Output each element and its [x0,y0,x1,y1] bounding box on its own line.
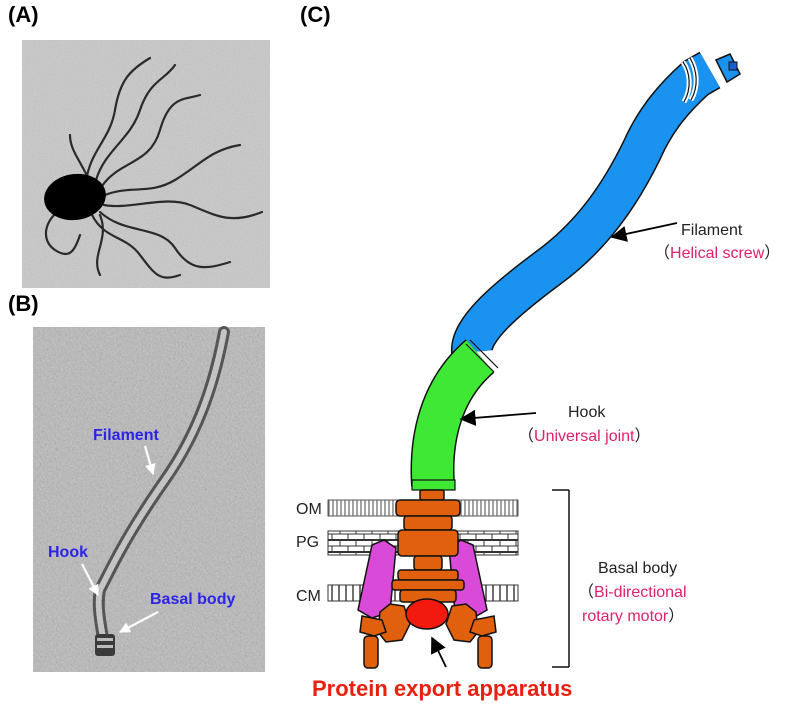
panel-a-label: (A) [8,2,39,27]
panel-c-label: (C) [300,2,331,27]
label-b-filament: Filament [93,427,159,444]
label-om: OM [296,501,322,518]
arrow-b-basal-body [119,611,159,633]
micrograph-b [33,326,265,672]
filament-shape [451,51,741,354]
export-apparatus-shape [405,598,449,630]
basal-body-shape [359,489,497,669]
role-hook: （Universal joint） [518,427,651,445]
label-c-hook: Hook [568,404,606,421]
arrow-c-filament [610,222,678,242]
label-c-basal-body: Basal body [598,560,677,577]
arrow-c-hook [459,409,537,426]
label-c-filament: Filament [681,222,743,239]
label-b-basal-body: Basal body [150,591,235,608]
label-b-hook: Hook [48,544,88,561]
arrow-b-filament [143,445,156,476]
arrow-b-hook [81,563,99,596]
arrow-c-export [431,636,447,668]
label-export-apparatus: Protein export apparatus [312,676,572,701]
label-pg: PG [296,534,319,551]
panel-b-label: (B) [8,291,39,316]
role-filament: （Helical screw） [654,244,780,262]
role-basal-line1: （Bi-directional [578,583,687,601]
hook-shape [410,339,499,491]
micrograph-a [22,40,270,288]
label-cm: CM [296,588,321,605]
role-basal-line2: rotary motor） [582,607,684,625]
